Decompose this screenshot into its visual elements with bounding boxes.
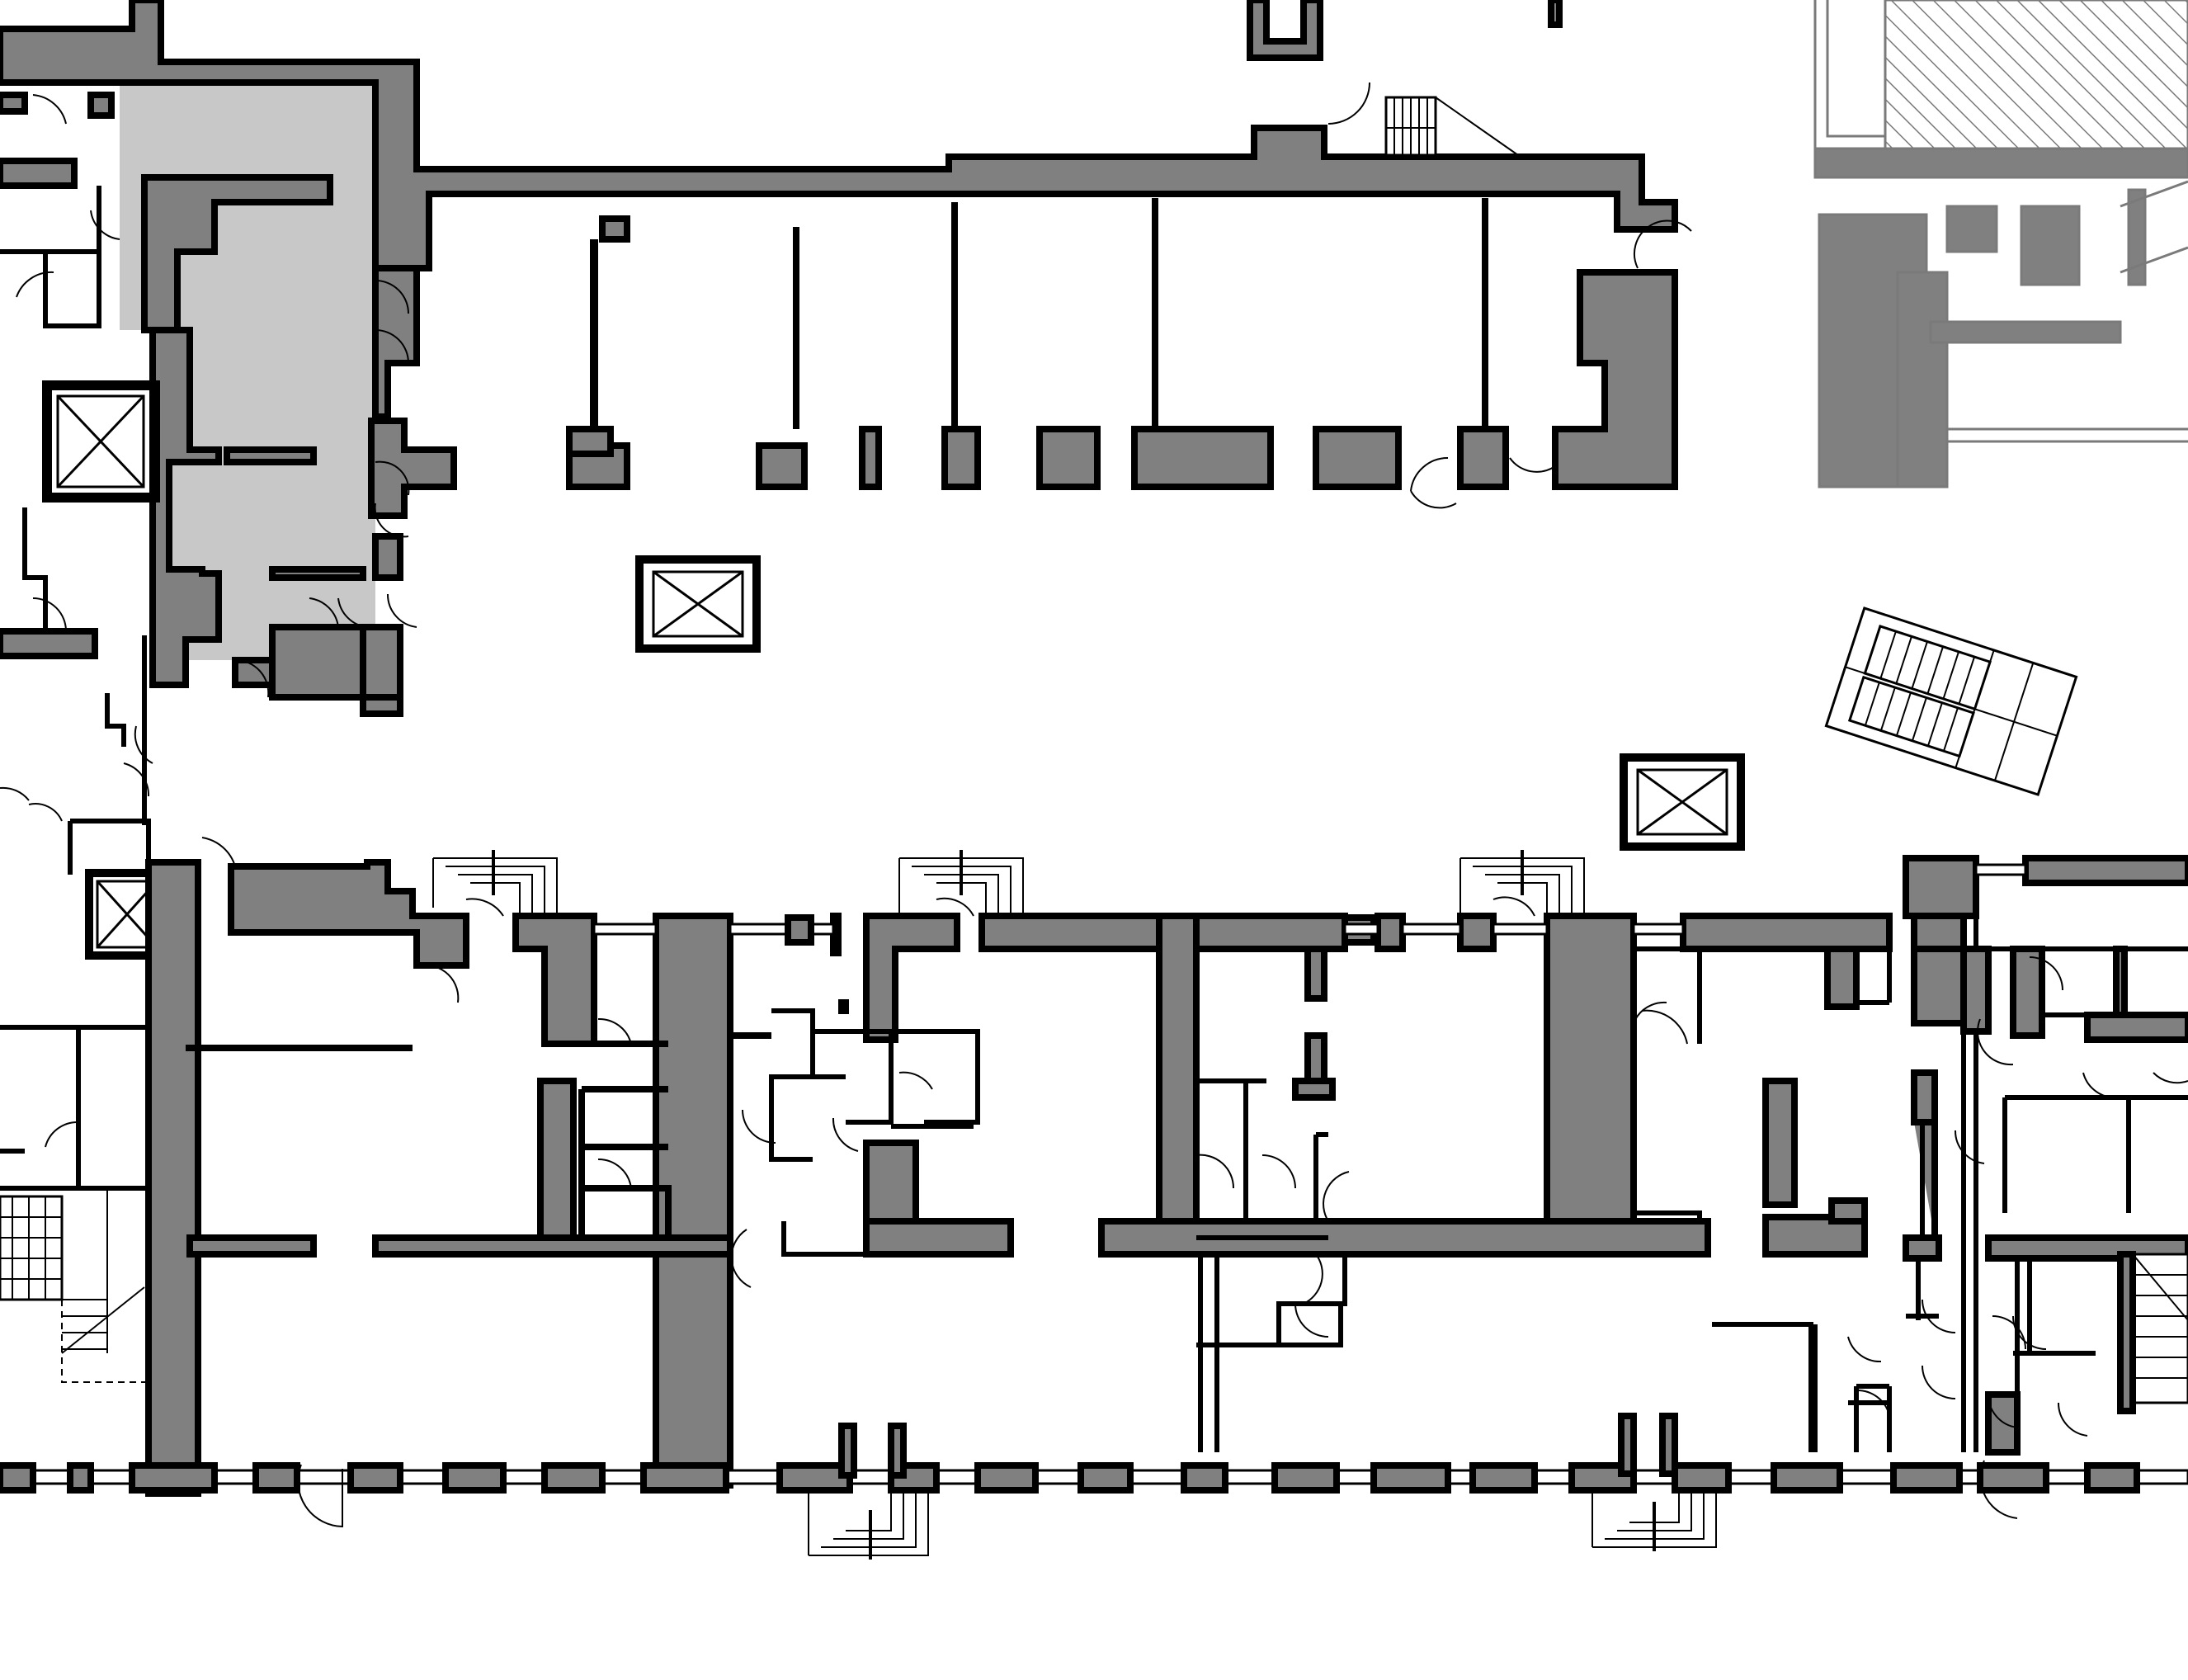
adjacent-building: [1813, 0, 2188, 488]
lower-wing: [145, 855, 2188, 1497]
lower-left-rooms: [0, 786, 151, 1383]
rotated-staircase: [1824, 606, 2078, 796]
door-swings: [16, 94, 2188, 1528]
upper-corridor-piers: [566, 0, 1678, 490]
south-facade: [0, 1413, 2188, 1494]
north-facade-lower-wing: [592, 863, 2027, 946]
upper-left-wing: [0, 0, 1678, 825]
elevator-3: [1620, 753, 1745, 851]
elevator-2: [635, 555, 761, 653]
upper-staircase: [1327, 82, 1692, 269]
entrance-steps: [432, 850, 1717, 1560]
